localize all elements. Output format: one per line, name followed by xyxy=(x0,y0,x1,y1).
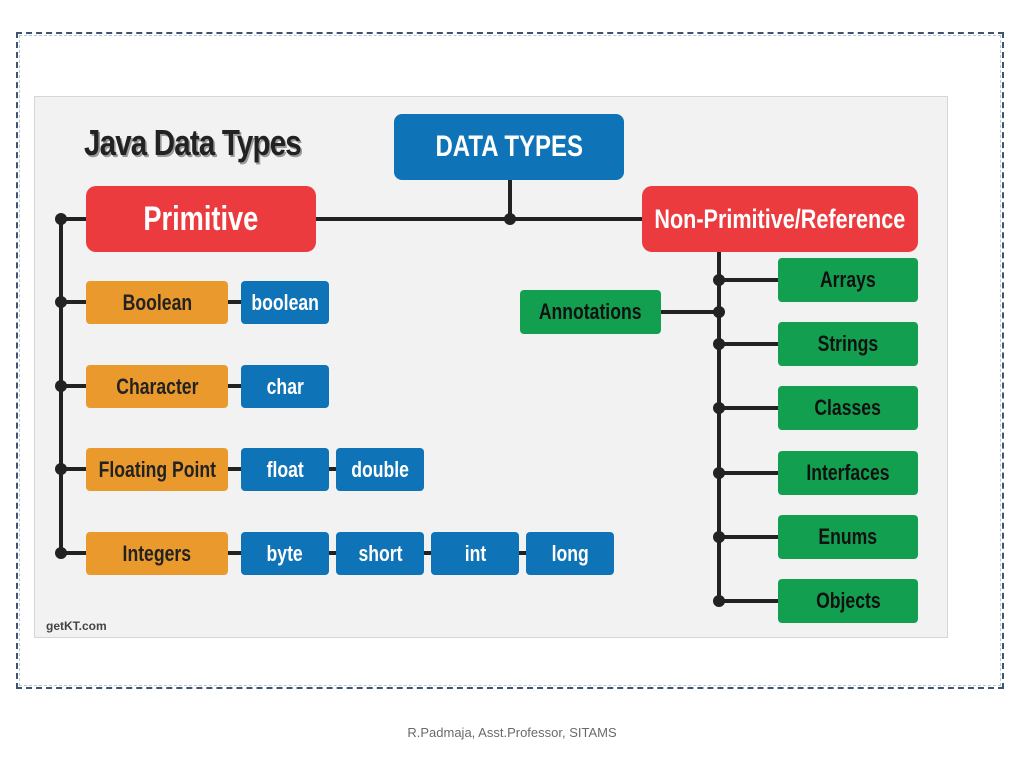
node-dot xyxy=(713,402,725,414)
type-boolean: boolean xyxy=(241,281,329,324)
ref-arrays: Arrays xyxy=(778,258,918,302)
slide-footer-author: R.Padmaja, Asst.Professor, SITAMS xyxy=(407,725,617,740)
type-byte: byte xyxy=(241,532,329,575)
type-char: char xyxy=(241,365,329,408)
diagram-title: Java Data Types xyxy=(84,122,302,163)
node-dot xyxy=(713,531,725,543)
type-double: double xyxy=(336,448,424,491)
node-dot xyxy=(55,296,67,308)
type-float: float xyxy=(241,448,329,491)
node-dot xyxy=(713,306,725,318)
node-dot xyxy=(713,595,725,607)
slide-frame xyxy=(16,32,1004,689)
non-primitive-node: Non-Primitive/Reference xyxy=(642,186,918,252)
node-dot xyxy=(55,463,67,475)
node-dot xyxy=(55,547,67,559)
type-int: int xyxy=(431,532,519,575)
node-dot xyxy=(55,213,67,225)
type-long: long xyxy=(526,532,614,575)
node-dot xyxy=(713,274,725,286)
root-node: DATA TYPES xyxy=(394,114,624,180)
ref-annotations: Annotations xyxy=(520,290,661,334)
ref-enums: Enums xyxy=(778,515,918,559)
group-character: Character xyxy=(86,365,228,408)
type-short: short xyxy=(336,532,424,575)
slide-frame-inner xyxy=(19,35,1001,686)
source-watermark: getKT.com xyxy=(46,619,107,633)
group-floating-point: Floating Point xyxy=(86,448,228,491)
ref-objects: Objects xyxy=(778,579,918,623)
group-boolean: Boolean xyxy=(86,281,228,324)
group-integers: Integers xyxy=(86,532,228,575)
node-dot xyxy=(713,467,725,479)
ref-interfaces: Interfaces xyxy=(778,451,918,495)
ref-strings: Strings xyxy=(778,322,918,366)
ref-classes: Classes xyxy=(778,386,918,430)
node-dot xyxy=(55,380,67,392)
node-dot xyxy=(504,213,516,225)
node-dot xyxy=(713,338,725,350)
primitive-node: Primitive xyxy=(86,186,316,252)
